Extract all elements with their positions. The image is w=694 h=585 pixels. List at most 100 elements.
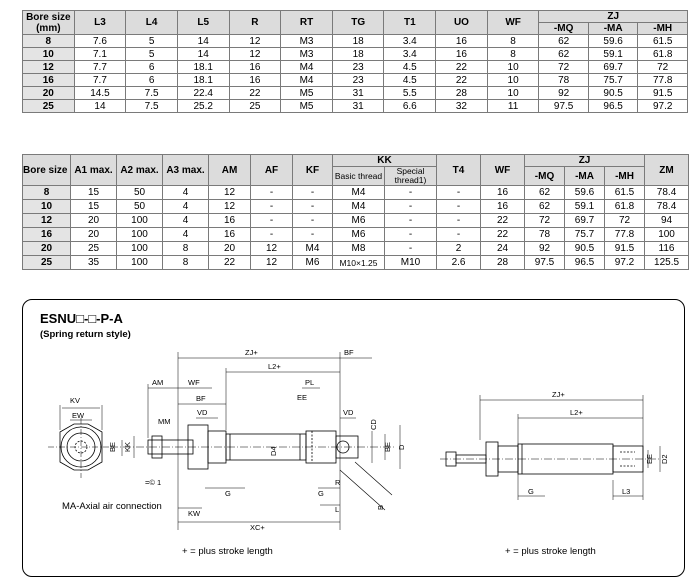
col-zj-ma: -MA	[564, 166, 606, 186]
dim-wf: WF	[188, 378, 200, 387]
dim-be2: BE	[383, 442, 392, 452]
table-cell: 14	[73, 99, 127, 113]
col-zj-mh: -MH	[637, 22, 688, 35]
dimension-labels: ZJ+ BF L2+ AM WF BF PL EE MM VD VD KV EW…	[70, 348, 669, 532]
table-cell: 31	[331, 99, 385, 113]
table-cell: 97.5	[524, 255, 566, 270]
col-a3: A3 max.	[162, 154, 209, 186]
table-cell: 25	[22, 255, 71, 270]
right-cylinder	[440, 395, 661, 500]
dim-xc: XC+	[250, 523, 265, 532]
col-zj: ZJ	[524, 154, 646, 167]
dim-ew: EW	[72, 411, 85, 420]
col-rt: RT	[280, 10, 333, 35]
stroke-note-left: + = plus stroke length	[182, 546, 273, 557]
style-subtitle: (Spring return style)	[40, 329, 131, 340]
table-cell: 125.5	[644, 255, 690, 270]
table-cell: 97.2	[604, 255, 646, 270]
col-l4: L4	[125, 10, 178, 35]
col-af: AF	[250, 154, 293, 186]
dim-kk: KK	[123, 442, 132, 452]
drawing-panel	[22, 299, 685, 577]
col-zm: ZM	[644, 154, 690, 186]
table-cell: 12	[22, 60, 75, 74]
table-cell: 20	[22, 86, 75, 100]
col-kk-special: Special thread1)	[383, 166, 438, 186]
dim-zj: ZJ+	[245, 348, 258, 357]
dim-bf: BF	[344, 348, 354, 357]
table-cell: 96.5	[587, 99, 639, 113]
dim-zj-right: ZJ+	[552, 390, 565, 399]
table-cell: 10	[22, 47, 75, 61]
col-zj-ma: -MA	[587, 22, 639, 35]
table-cell: 7.5	[125, 99, 178, 113]
dim-g: G	[225, 489, 231, 498]
dim-g2: G	[318, 489, 324, 498]
connection-label: MA-Axial air connection	[62, 501, 162, 512]
dim-c1: =© 1	[145, 478, 161, 487]
table-cell: 97.2	[637, 99, 688, 113]
col-zj: ZJ	[538, 10, 688, 23]
dim-r: R	[335, 478, 341, 487]
dim-d4: D4	[269, 446, 278, 456]
table-cell: 25	[22, 99, 75, 113]
dim-l2: L2+	[268, 362, 281, 371]
dim-d2-right: D2	[660, 454, 669, 464]
table-cell: 28	[480, 255, 526, 270]
table-cell: -	[383, 227, 438, 242]
dim-cd: CD	[369, 419, 378, 430]
col-uo: UO	[435, 10, 488, 35]
table-cell: M10×1.25	[332, 255, 385, 270]
col-a1: A1 max.	[70, 154, 117, 186]
table-cell: 100	[116, 255, 163, 270]
dim-d: D	[397, 444, 406, 450]
dim-b: B	[376, 505, 385, 510]
col-l3: L3	[73, 10, 127, 35]
dim-ee-right: EE	[645, 454, 654, 464]
col-zj-mh: -MH	[604, 166, 646, 186]
col-a2: A2 max.	[116, 154, 163, 186]
dim-g-right: G	[528, 487, 534, 496]
col-r: R	[228, 10, 282, 35]
dim-kv: KV	[70, 396, 80, 405]
dim-pl: PL	[305, 378, 314, 387]
table-cell: 22	[208, 255, 251, 270]
dim-am: AM	[152, 378, 163, 387]
dim-l2-right: L2+	[570, 408, 583, 417]
table-cell: M10	[383, 255, 438, 270]
dim-vd: VD	[197, 408, 208, 417]
dim-bf2: BF	[196, 394, 206, 403]
col-tg: TG	[331, 10, 385, 35]
dim-be: BE	[108, 442, 117, 452]
col-bore-size: Bore size (mm)	[22, 154, 71, 186]
left-cylinder	[110, 352, 401, 530]
table-cell: 94	[644, 213, 690, 228]
dim-mm: MM	[158, 417, 171, 426]
col-t1: T1	[383, 10, 437, 35]
col-t4: T4	[436, 154, 482, 186]
dim-l: L	[335, 505, 339, 514]
end-view	[48, 405, 114, 478]
dim-l3-right: L3	[622, 487, 630, 496]
table-cell: 8	[22, 34, 75, 48]
col-l5: L5	[176, 10, 230, 35]
dim-ee: EE	[297, 393, 307, 402]
dim-vd2: VD	[343, 408, 354, 417]
col-bore-size: Bore size (mm)	[22, 10, 75, 35]
dimension-table-2: Bore size (mm) A1 max. A2 max. A3 max. A…	[22, 154, 690, 270]
table-cell: M5	[280, 99, 333, 113]
col-am: AM	[208, 154, 251, 186]
table-cell: 16	[22, 227, 71, 242]
